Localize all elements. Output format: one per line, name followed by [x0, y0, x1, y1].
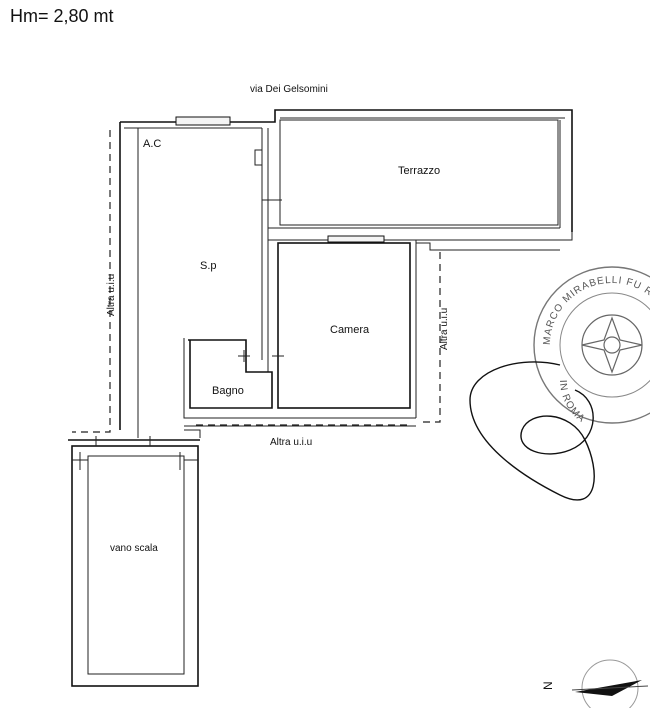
street-label: via Dei Gelsomini — [250, 84, 328, 95]
room-label-bagno: Bagno — [212, 385, 244, 397]
window-camera — [327, 235, 385, 243]
compass-icon: N — [541, 659, 649, 708]
height-label: Hm= 2,80 mt — [10, 6, 114, 26]
room-label-ac: A.C — [143, 138, 161, 150]
neighbor-label-bottom: Altra u.i.u — [270, 437, 312, 448]
neighbor-boundaries — [72, 130, 441, 433]
signature-scribble — [469, 361, 595, 501]
neighbor-label-left: Altra u.i.u — [106, 274, 117, 316]
window-top — [175, 116, 231, 126]
notary-stamp: MARCO MIRABELLI FU RO IN ROMA — [469, 266, 650, 501]
neighbor-label-right: Altra u.i.u — [439, 308, 450, 350]
stairwell-walls — [68, 436, 200, 687]
room-label-sp: S.p — [200, 260, 217, 272]
room-label-camera: Camera — [330, 324, 370, 336]
stamp-text-top: MARCO MIRABELLI FU RO — [542, 275, 650, 345]
emblem-icon — [581, 314, 643, 376]
main-unit-walls — [119, 109, 573, 438]
room-label-terrazzo: Terrazzo — [398, 165, 440, 177]
room-label-vano-scala: vano scala — [110, 543, 158, 554]
compass-north-letter: N — [541, 681, 555, 690]
